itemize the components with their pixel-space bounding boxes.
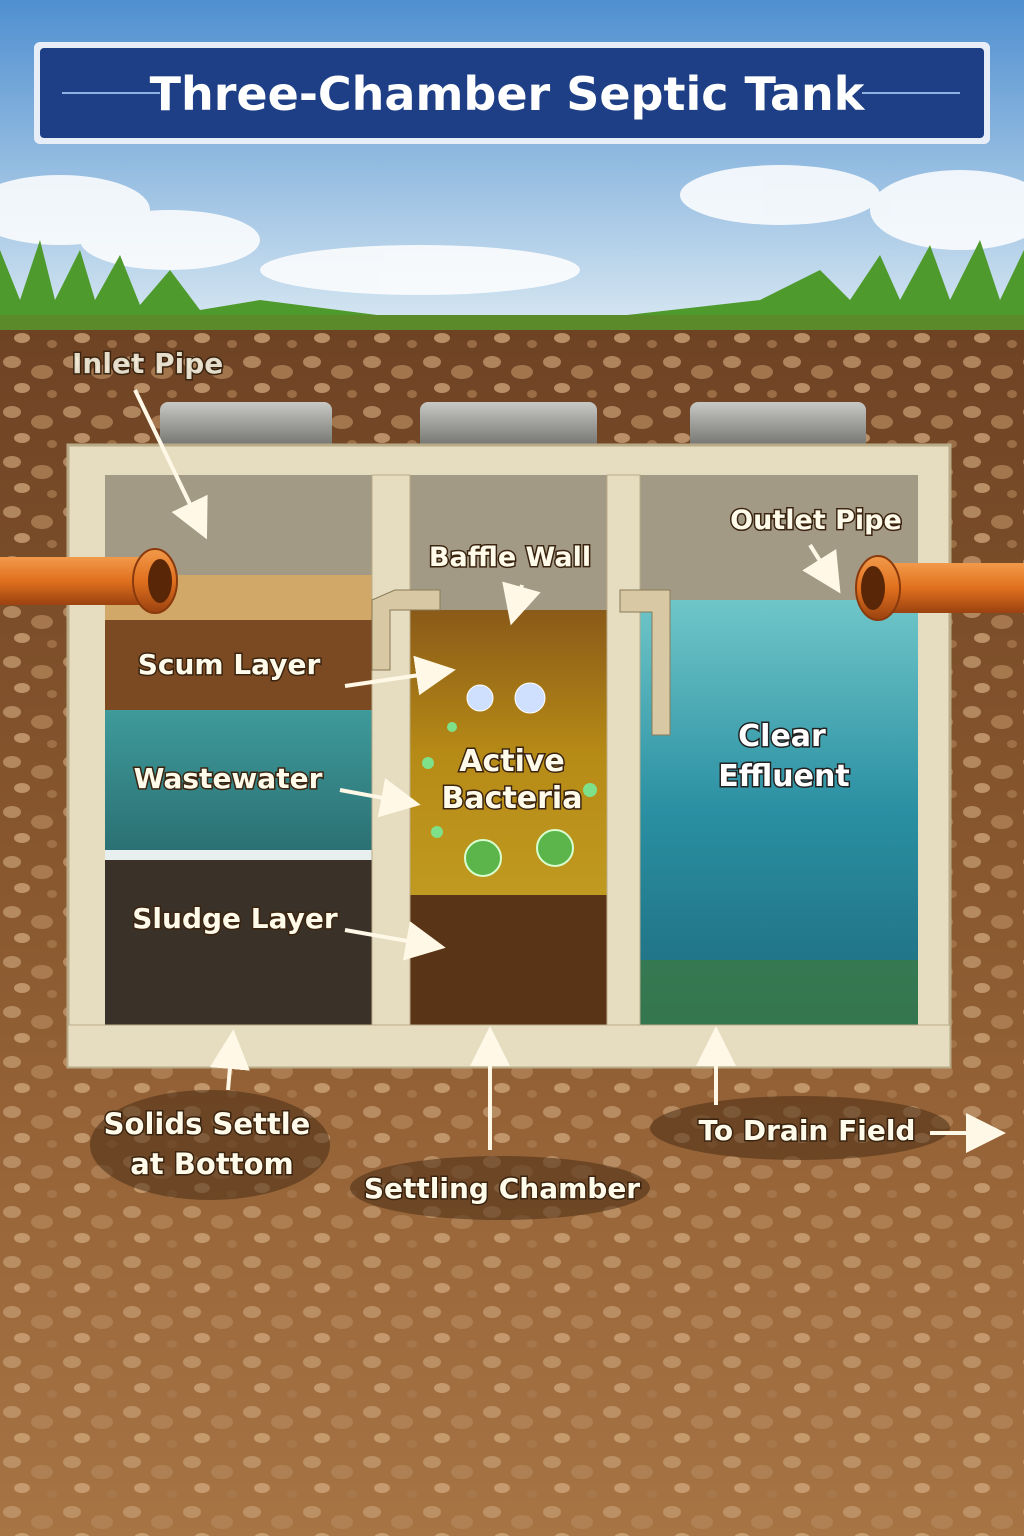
label-solids-settle-line1: Solids Settle	[104, 1107, 311, 1141]
inlet-arrow	[133, 389, 208, 540]
access-lid-2	[420, 402, 597, 450]
label-clear-effluent-line2: Effluent	[718, 759, 849, 794]
baffle-1	[371, 589, 441, 671]
chamber-2-sludge	[410, 895, 607, 1025]
label-sludge-layer: Sludge Layer	[132, 902, 338, 935]
bacteria-icons	[422, 682, 597, 877]
wastewater-arrow	[339, 777, 421, 818]
access-lid-1	[160, 402, 332, 450]
divider-wall-1	[371, 474, 411, 1036]
outlet-pipe	[855, 555, 1024, 621]
label-wastewater: Wastewater	[134, 762, 323, 795]
title-banner: Three-Chamber Septic Tank	[34, 42, 990, 144]
baffle-arrow	[502, 581, 541, 626]
sludge-arrow	[344, 921, 446, 961]
divider-wall-2	[606, 474, 641, 1036]
arrows	[133, 389, 1006, 1153]
label-clear-effluent-line1: Clear	[738, 719, 826, 754]
label-active-bacteria-line2: Bacteria	[442, 781, 583, 816]
baffle-2	[619, 589, 671, 736]
inlet-pipe	[0, 548, 178, 614]
label-outlet-pipe: Outlet Pipe	[730, 505, 902, 536]
clouds	[0, 165, 1024, 295]
label-baffle-wall: Baffle Wall	[429, 542, 591, 573]
solids-arrow	[209, 1029, 250, 1091]
sludge-layer-fill	[105, 860, 372, 1025]
scum-layer-fill	[105, 620, 372, 710]
scum-arrow	[344, 655, 456, 696]
label-to-drain-field: To Drain Field	[699, 1114, 916, 1147]
access-lids	[160, 402, 866, 450]
grass	[0, 240, 1024, 333]
label-inlet-pipe: Inlet Pipe	[72, 347, 223, 380]
outlet-arrow	[802, 543, 841, 594]
wastewater-fill	[105, 710, 372, 855]
label-settling-chamber: Settling Chamber	[364, 1172, 640, 1205]
title: Three-Chamber Septic Tank	[150, 67, 866, 121]
effluent-fill	[640, 600, 918, 1025]
access-lid-3	[690, 402, 866, 450]
label-scum-layer: Scum Layer	[138, 648, 321, 681]
label-active-bacteria-line1: Active	[459, 744, 565, 779]
label-solids-settle-line2: at Bottom	[130, 1147, 293, 1181]
